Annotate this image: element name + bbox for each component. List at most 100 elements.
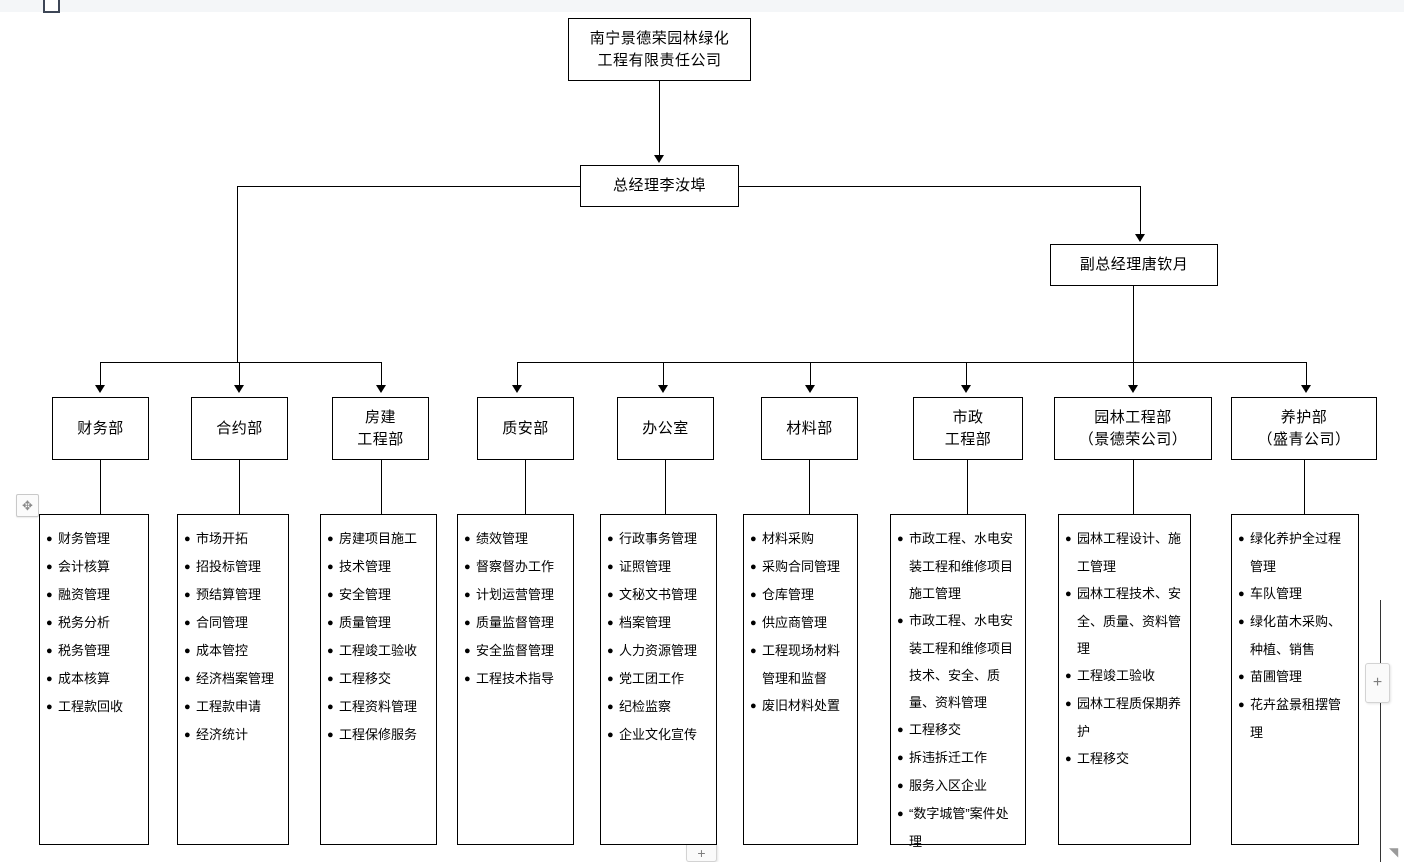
bullet-icon: ● xyxy=(184,561,191,573)
bullet-icon: ● xyxy=(750,533,757,545)
stub-dept-6 xyxy=(809,460,810,515)
department-title-line: 办公室 xyxy=(642,419,689,437)
duty-item-label: 房建项目施工 xyxy=(339,531,418,546)
duty-item: ●人力资源管理 xyxy=(607,637,710,665)
duty-panel-6[interactable]: ●材料采购●采购合同管理●仓库管理●供应商管理●工程现场材料管理和监督●废旧材料… xyxy=(743,514,858,845)
duty-item-label: 合同管理 xyxy=(196,615,249,630)
department-box-7[interactable]: 市政 工程部 xyxy=(913,397,1023,460)
bullet-icon: ● xyxy=(327,645,334,657)
bullet-icon: ● xyxy=(464,673,471,685)
department-box-4[interactable]: 质安部 xyxy=(477,397,574,460)
general-manager-label: 总经理李汝埠 xyxy=(612,177,706,194)
department-box-6[interactable]: 材料部 xyxy=(761,397,858,460)
bus-right-drop-8 xyxy=(1133,362,1134,389)
duty-item: ●苗圃管理 xyxy=(1238,663,1352,691)
department-box-9[interactable]: 养护部 （盛青公司） xyxy=(1231,397,1377,460)
department-box-8[interactable]: 园林工程部 （景德荣公司） xyxy=(1054,397,1212,460)
duty-item-label: 行政事务管理 xyxy=(619,531,698,546)
company-line-2: 工程有限责任公司 xyxy=(597,51,722,69)
bullet-icon: ● xyxy=(607,561,614,573)
duty-panel-4[interactable]: ●绩效管理●督察督办工作●计划运营管理●质量监督管理●安全监督管理●工程技术指导 xyxy=(457,514,574,845)
bullet-icon: ● xyxy=(464,589,471,601)
bullet-icon: ● xyxy=(184,589,191,601)
bullet-icon: ● xyxy=(607,617,614,629)
duty-panel-9[interactable]: ●绿化养护全过程管理●车队管理●绿化苗木采购、种植、销售●苗圃管理●花卉盆景租摆… xyxy=(1231,514,1359,845)
duty-item-label: 质量管理 xyxy=(339,615,392,630)
duty-item: ●工程竣工验收 xyxy=(1065,662,1184,690)
bus-left-drop-1 xyxy=(100,362,101,389)
duty-panel-5[interactable]: ●行政事务管理●证照管理●文秘文书管理●档案管理●人力资源管理●党工团工作●纪检… xyxy=(600,514,717,845)
bullet-icon: ● xyxy=(184,645,191,657)
duty-item-label: 废旧材料处置 xyxy=(762,698,841,713)
bullet-icon: ● xyxy=(607,701,614,713)
duty-item: ●市场开拓 xyxy=(184,525,282,553)
bullet-icon: ● xyxy=(464,533,471,545)
connector-gm-left-h xyxy=(237,186,581,187)
duty-item: ●质量管理 xyxy=(327,609,430,637)
duty-item: ●招投标管理 xyxy=(184,553,282,581)
duty-item: ●工程移交 xyxy=(897,716,1019,744)
move-handle-icon[interactable]: ✥ xyxy=(16,494,39,517)
duty-item: ●供应商管理 xyxy=(750,609,851,637)
duty-item: ●工程款回收 xyxy=(46,693,142,721)
duty-item-label: 成本管控 xyxy=(196,643,249,658)
duty-item: ●工程移交 xyxy=(1065,745,1184,773)
connector-gm-deputy-h xyxy=(739,186,1141,187)
department-box-3[interactable]: 房建 工程部 xyxy=(332,397,429,460)
duty-item: ●园林工程设计、施工管理 xyxy=(1065,525,1184,580)
editor-top-strip xyxy=(0,0,1404,12)
bullet-icon: ● xyxy=(607,589,614,601)
top-anchor-handle[interactable] xyxy=(43,0,60,13)
bullet-icon: ● xyxy=(464,561,471,573)
bullet-icon: ● xyxy=(750,617,757,629)
duty-item-label: 党工团工作 xyxy=(619,671,685,686)
department-box-1[interactable]: 财务部 xyxy=(52,397,149,460)
duty-panel-1[interactable]: ●财务管理●会计核算●融资管理●税务分析●税务管理●成本核算●工程款回收 xyxy=(39,514,149,845)
deputy-manager-box[interactable]: 副总经理唐钦月 xyxy=(1050,244,1218,286)
duty-item-label: 工程移交 xyxy=(339,671,392,686)
duty-item-label: 成本核算 xyxy=(58,671,111,686)
duty-item: ●工程现场材料管理和监督 xyxy=(750,637,851,692)
bullet-icon: ● xyxy=(1238,616,1245,628)
department-title-line: 工程部 xyxy=(357,430,404,448)
duty-panel-3[interactable]: ●房建项目施工●技术管理●安全管理●质量管理●工程竣工验收●工程移交●工程资料管… xyxy=(320,514,437,845)
deputy-manager-label: 副总经理唐钦月 xyxy=(1079,256,1189,273)
stub-dept-4 xyxy=(525,460,526,515)
duty-item: ●税务分析 xyxy=(46,609,142,637)
duty-item-label: “数字城管”案件处理 xyxy=(909,806,1009,849)
connector-gm-deputy-v xyxy=(1140,186,1141,238)
bullet-icon: ● xyxy=(46,561,53,573)
general-manager-box[interactable]: 总经理李汝埠 xyxy=(580,165,739,207)
duty-item: ● 成本管控 xyxy=(184,637,282,665)
duty-item: ●房建项目施工 xyxy=(327,525,430,553)
duty-item-label: 工程保修服务 xyxy=(339,727,418,742)
duty-item: ●工程保修服务 xyxy=(327,721,430,749)
duty-item-label: 工程移交 xyxy=(909,722,962,737)
duty-item-label: 工程款回收 xyxy=(58,699,124,714)
department-box-2[interactable]: 合约部 xyxy=(191,397,288,460)
duty-item: ●工程竣工验收 xyxy=(327,637,430,665)
department-box-5[interactable]: 办公室 xyxy=(617,397,714,460)
duty-panel-7[interactable]: ●市政工程、水电安装工程和维修项目施工管理●市政工程、水电安装工程和维修项目技术… xyxy=(890,514,1026,849)
duty-item: ●合同管理 xyxy=(184,609,282,637)
duty-item: ●税务管理 xyxy=(46,637,142,665)
duty-item-label: 税务管理 xyxy=(58,643,111,658)
duty-item: ●党工团工作 xyxy=(607,665,710,693)
duty-item-label: 市场开拓 xyxy=(196,531,249,546)
bullet-icon: ● xyxy=(327,561,334,573)
duty-panel-8[interactable]: ●园林工程设计、施工管理●园林工程技术、安全、质量、资料管理●工程竣工验收●园林… xyxy=(1058,514,1191,845)
bus-left xyxy=(100,362,382,363)
duty-item: ●预结算管理 xyxy=(184,581,282,609)
duty-panel-2[interactable]: ●市场开拓●招投标管理●预结算管理●合同管理●成本管控●经济档案管理●工程款申请… xyxy=(177,514,289,845)
add-column-button[interactable]: + xyxy=(1365,663,1390,703)
bullet-icon: ● xyxy=(1238,671,1245,683)
company-box[interactable]: 南宁景德荣园林绿化 工程有限责任公司 xyxy=(568,18,751,81)
resize-corner-icon[interactable]: ◥ xyxy=(1389,845,1399,859)
arrow-dept-7 xyxy=(961,385,971,393)
duty-item: ●安全管理 xyxy=(327,581,430,609)
add-row-button[interactable]: + xyxy=(686,843,717,862)
duty-item-label: 质量监督管理 xyxy=(476,615,555,630)
bullet-icon: ● xyxy=(1238,588,1245,600)
department-title-line: （景德荣公司） xyxy=(1078,430,1188,448)
